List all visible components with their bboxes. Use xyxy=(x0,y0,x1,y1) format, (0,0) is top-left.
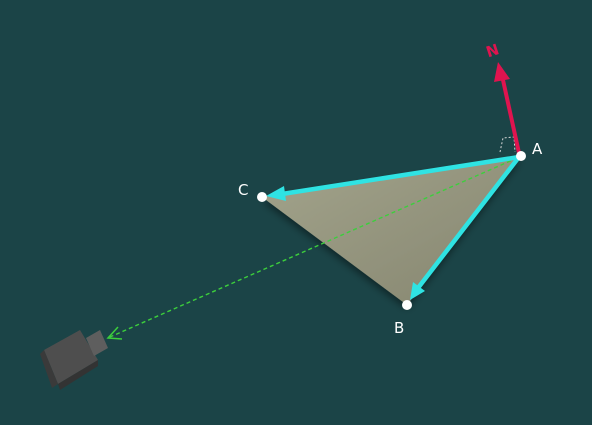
normal-vector-arrow xyxy=(494,62,521,154)
vertex-c-label: C xyxy=(238,181,248,199)
edge-a-to-b xyxy=(410,155,521,300)
right-angle-marker xyxy=(499,136,516,153)
vertex-b-label: B xyxy=(394,319,404,337)
camera-icon xyxy=(40,330,108,390)
vertex-c-dot xyxy=(257,192,267,202)
edge-a-to-c xyxy=(266,154,520,201)
vertex-a-dot xyxy=(516,151,526,161)
sight-line xyxy=(106,157,518,340)
vertex-a-label: A xyxy=(532,140,543,158)
normal-label: N xyxy=(484,40,502,61)
triangle-face xyxy=(262,156,521,305)
vertex-b-dot xyxy=(402,300,412,310)
